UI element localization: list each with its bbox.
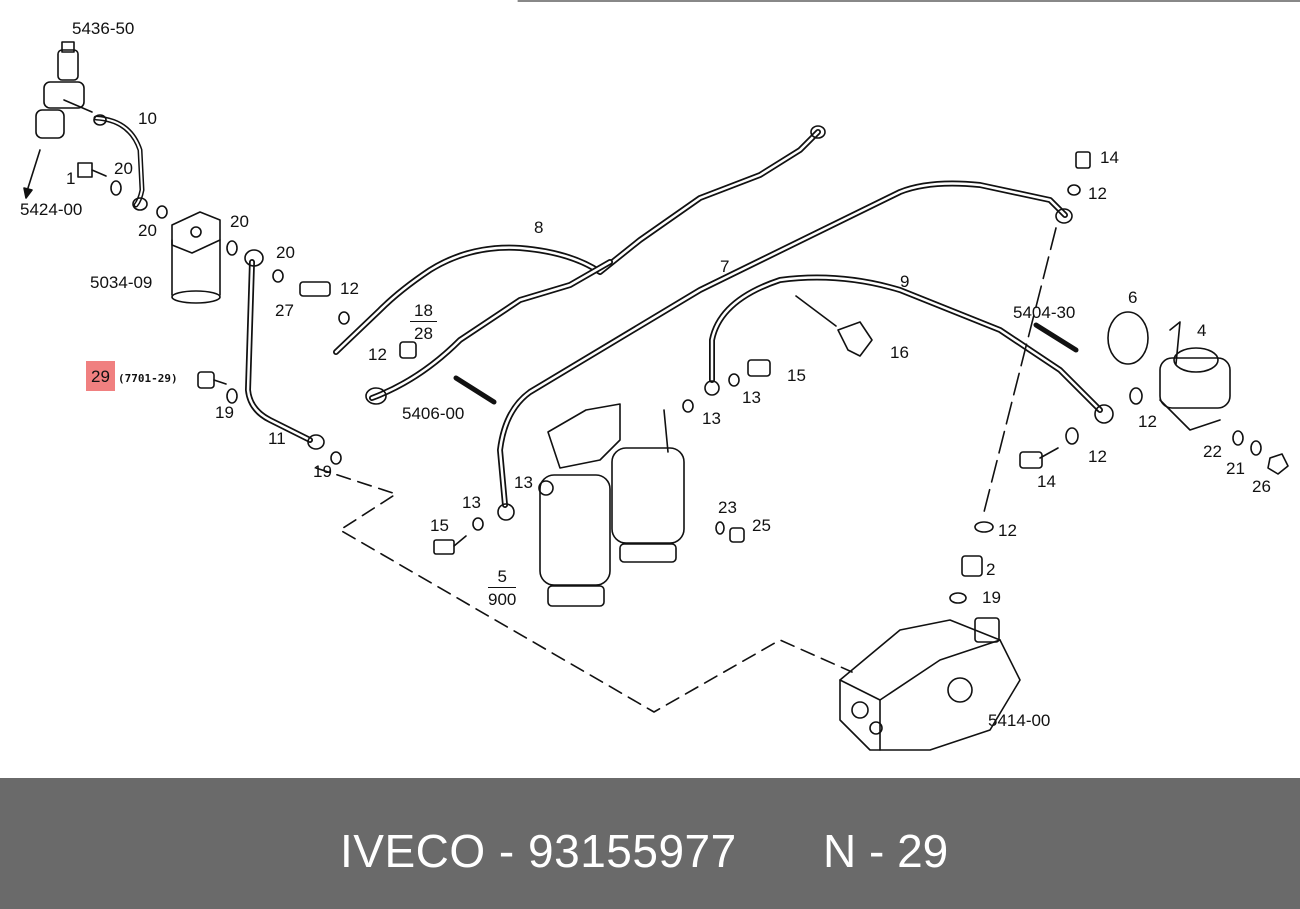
diagram-drawing [23,0,1300,751]
label-28: 28 [414,324,433,343]
highlighted-part-number: 29 [91,367,110,386]
fuel-system-exploded-diagram: 5436-50 10 1 20 5424-00 20 20 20 5034-09… [20,0,1300,751]
part-29-reference: (7701-29) [118,372,178,385]
label-26: 26 [1252,477,1271,496]
label-15a: 15 [787,366,806,385]
label-9: 9 [900,272,910,291]
label-27: 27 [275,301,294,320]
label-13c: 13 [514,473,533,492]
label-5436-50: 5436-50 [72,19,135,38]
label-5404-30: 5404-30 [1013,303,1076,322]
label-20d: 20 [276,243,295,262]
label-20b: 20 [138,221,157,240]
label-19c: 19 [982,588,1001,607]
label-18-28: 18 28 [410,302,437,342]
label-12f: 12 [998,521,1017,540]
hand-pump-4 [1159,321,1231,431]
filter-5034-09 [171,211,221,304]
label-6: 6 [1128,288,1138,307]
footer-brand-part-number: IVECO - 93155977 [340,825,737,877]
label-22: 22 [1203,442,1222,461]
label-4: 4 [1197,321,1207,340]
label-12a: 12 [340,279,359,298]
label-10: 10 [138,109,157,128]
label-1: 1 [66,169,76,188]
injection-pump-5414-00 [839,617,1021,751]
label-23: 23 [718,498,737,517]
label-14a: 14 [1100,148,1119,167]
label-900: 900 [488,590,517,609]
label-16: 16 [890,343,909,362]
label-12e: 12 [1088,447,1107,466]
label-5: 5 [488,568,517,588]
label-13a: 13 [742,388,761,407]
label-15b: 15 [430,516,449,535]
label-5-900: 5 900 [488,568,517,609]
label-20a: 20 [114,159,133,178]
footer-position-number: N - 29 [823,825,949,877]
label-20c: 20 [230,212,249,231]
fuel-filter-assembly [538,403,685,607]
label-8: 8 [534,218,544,237]
label-7: 7 [720,257,730,276]
label-25: 25 [752,516,771,535]
label-13b: 13 [702,409,721,428]
label-14b: 14 [1037,472,1056,491]
label-2: 2 [986,560,996,579]
label-5414-00: 5414-00 [988,711,1051,730]
label-12c: 12 [1088,184,1107,203]
label-19b: 19 [313,462,332,481]
label-5424-00: 5424-00 [20,200,83,219]
label-18: 18 [410,302,437,322]
footer-bar [0,778,1300,909]
label-13d: 13 [462,493,481,512]
highlighted-part-29[interactable]: 29 [86,361,115,391]
sensor-5436-50 [35,41,93,139]
label-12d: 12 [1138,412,1157,431]
label-21: 21 [1226,459,1245,478]
label-11: 11 [268,429,286,448]
label-12b: 12 [368,345,387,364]
label-5406-00: 5406-00 [402,404,465,423]
label-5034-09: 5034-09 [90,273,153,292]
label-19a: 19 [215,403,234,422]
